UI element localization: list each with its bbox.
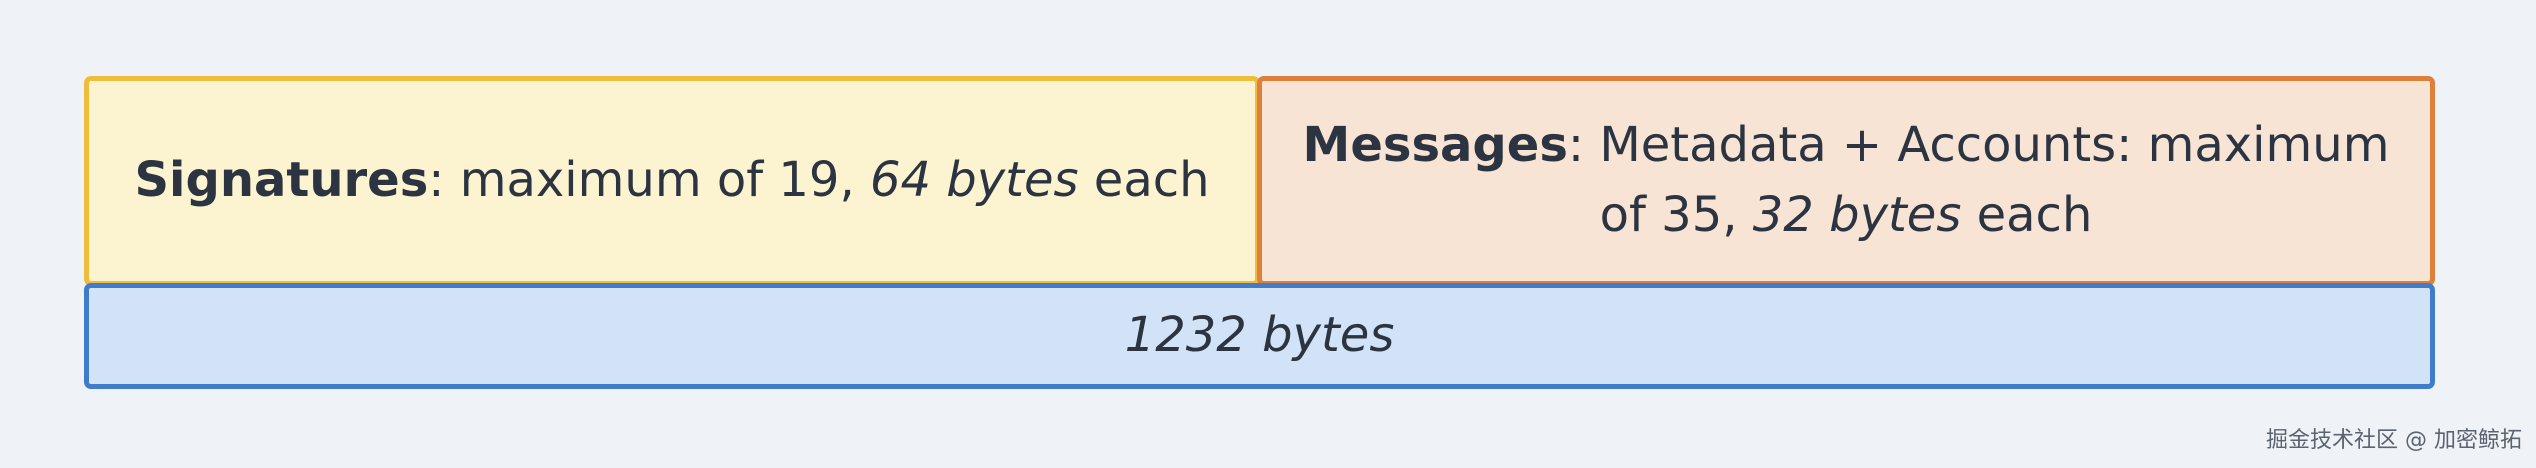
watermark: 掘金技术社区 @ 加密鲸拓 (2266, 428, 2522, 453)
signatures-count: : maximum of 19, (428, 152, 870, 209)
signatures-text: Signatures: maximum of 19, 64 bytes each (134, 146, 1209, 216)
signatures-title: Signatures (134, 152, 429, 209)
signatures-size: 64 bytes (869, 152, 1079, 209)
messages-size: 32 bytes (1752, 187, 1962, 243)
messages-suffix: each (1961, 187, 2093, 243)
messages-count: : Metadata + Accounts: maximum of 35, (1567, 117, 2390, 243)
transaction-size-diagram: Signatures: maximum of 19, 64 bytes each… (84, 76, 2435, 389)
messages-box: Messages: Metadata + Accounts: maximum o… (1257, 76, 2435, 286)
total-size-bar: 1232 bytes (84, 283, 2435, 389)
messages-title: Messages (1302, 117, 1568, 174)
signatures-box: Signatures: maximum of 19, 64 bytes each (84, 76, 1260, 286)
signatures-suffix: each (1078, 152, 1210, 209)
total-size-label: 1232 bytes (1124, 307, 1395, 364)
messages-text: Messages: Metadata + Accounts: maximum o… (1292, 111, 2400, 250)
